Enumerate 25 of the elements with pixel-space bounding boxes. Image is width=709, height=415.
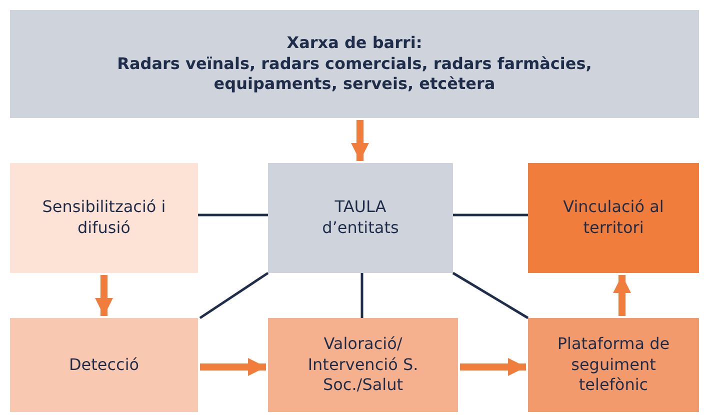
connector-line bbox=[360, 273, 364, 318]
box-label: Vinculació al territori bbox=[562, 197, 665, 239]
box-label: Detecció bbox=[68, 354, 140, 376]
connector-line bbox=[453, 214, 528, 216]
connector-line bbox=[199, 272, 269, 320]
arrow bbox=[613, 275, 631, 316]
process-box bbox=[10, 163, 198, 273]
connector-line bbox=[452, 272, 529, 320]
arrow bbox=[200, 358, 266, 376]
box-label: Valoració/ Intervenció S. Soc./Salut bbox=[306, 334, 420, 396]
banner-heading: Xarxa de barri: bbox=[286, 32, 422, 54]
box-label: Sensibilització i difusió bbox=[41, 197, 167, 239]
network-banner bbox=[10, 10, 699, 118]
arrow bbox=[95, 275, 113, 316]
process-box bbox=[10, 318, 198, 412]
banner-text: Radars veïnals, radars comercials, radars farmàcies, equipaments, serveis, etcètera bbox=[116, 54, 593, 96]
process-box bbox=[528, 163, 699, 273]
arrow bbox=[351, 120, 369, 161]
process-box bbox=[528, 318, 699, 412]
process-box bbox=[268, 318, 458, 412]
box-label: TAULA d’entitats bbox=[321, 197, 400, 239]
central-table-box bbox=[268, 163, 453, 273]
connector-line bbox=[198, 214, 268, 216]
box-label: Plataforma de seguiment telefònic bbox=[556, 334, 671, 396]
arrow bbox=[460, 358, 526, 376]
